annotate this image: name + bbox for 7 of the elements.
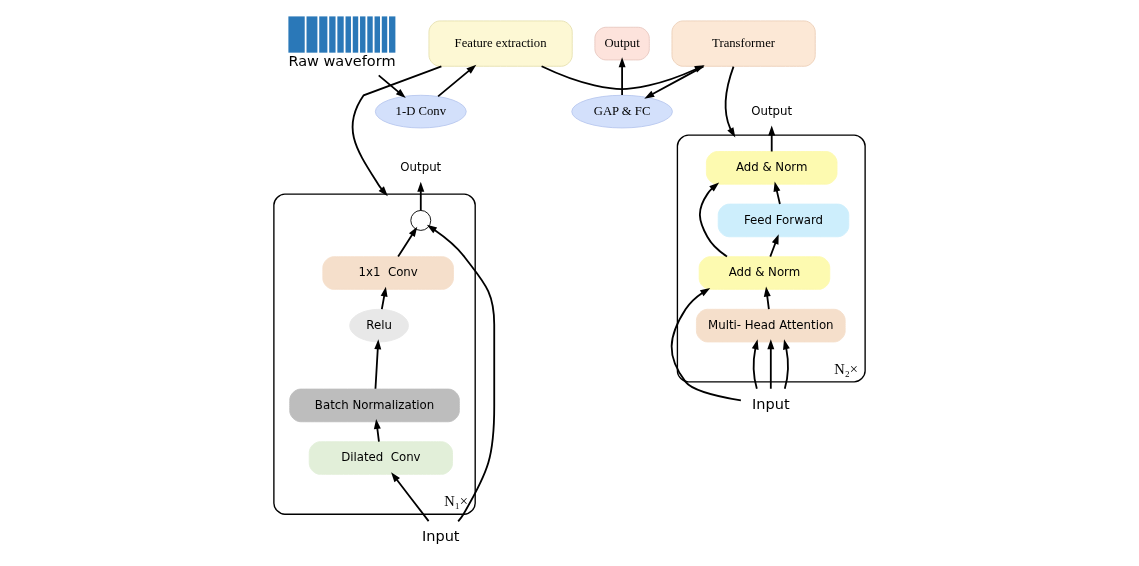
node-text: Output (400, 159, 442, 174)
node-text: Input (752, 395, 790, 412)
node-text: Input (421, 528, 460, 545)
node-label: Raw waveform (288, 53, 396, 70)
node-label: N₁× (444, 492, 469, 509)
node-text: Output (751, 103, 793, 118)
node-label: N₂× (834, 360, 858, 377)
